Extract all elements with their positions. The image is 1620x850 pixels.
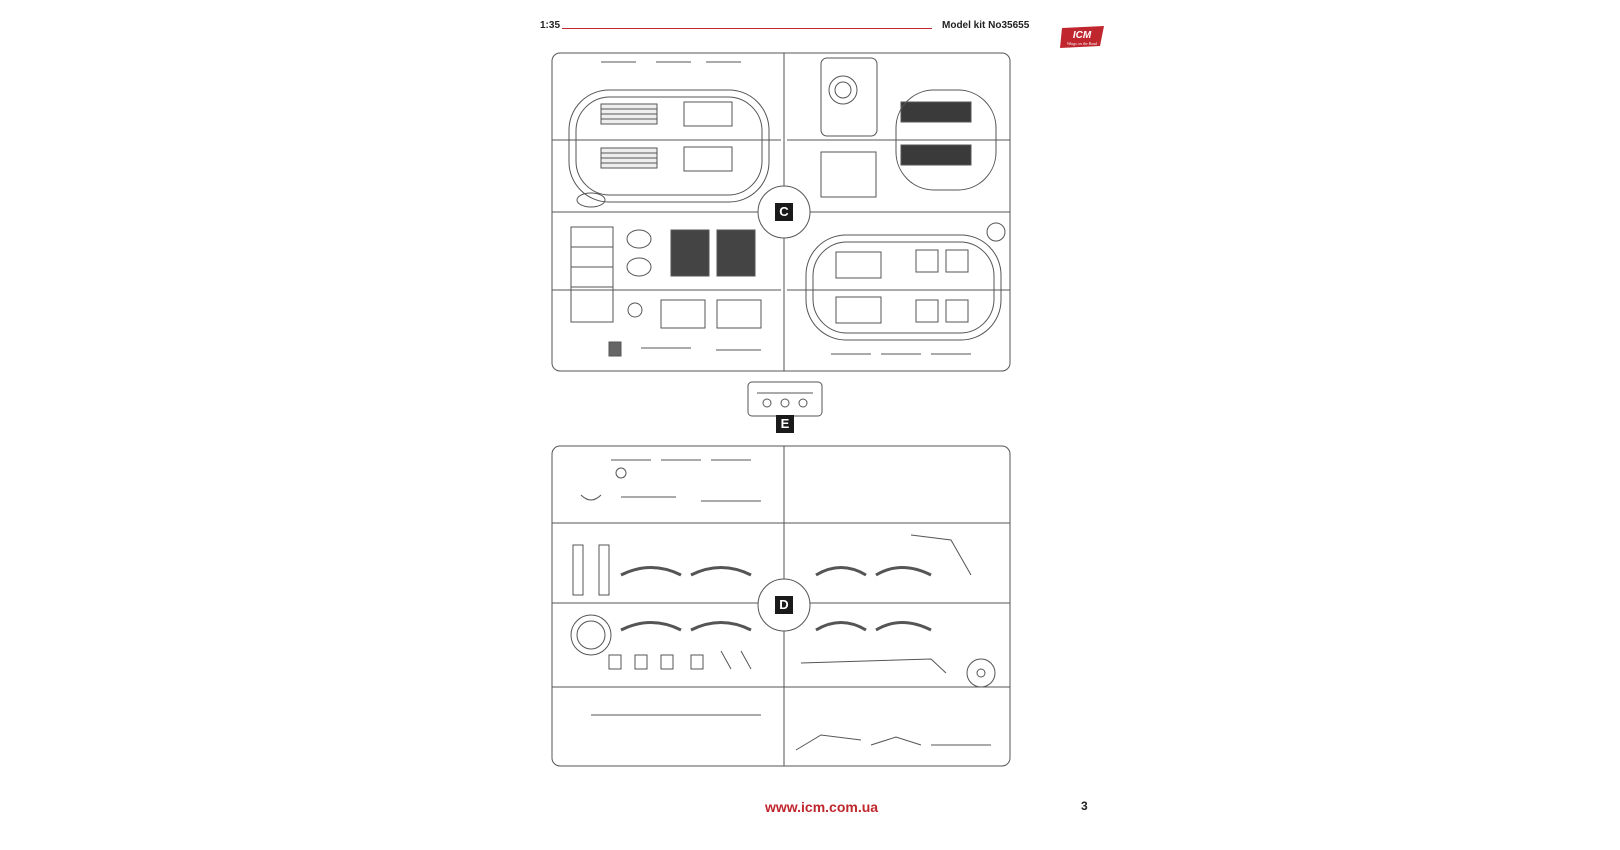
header-rule — [562, 28, 932, 29]
sprue-c: C — [551, 52, 1011, 372]
page-number: 3 — [1081, 799, 1088, 813]
sprue-c-label: C — [775, 203, 793, 221]
sprue-e: E — [747, 381, 823, 433]
svg-text:Wings on the Road: Wings on the Road — [1067, 41, 1098, 46]
icm-logo: ICM Wings on the Road — [1060, 26, 1104, 48]
sprue-d-label: D — [775, 596, 793, 614]
svg-text:ICM: ICM — [1073, 30, 1092, 41]
website-url[interactable]: www.icm.com.ua — [765, 799, 879, 815]
kit-number: Model kit No35655 — [942, 20, 1030, 31]
scale-label: 1:35 — [540, 20, 561, 31]
sprue-e-label: E — [776, 415, 794, 433]
sprue-d: D — [551, 445, 1011, 767]
